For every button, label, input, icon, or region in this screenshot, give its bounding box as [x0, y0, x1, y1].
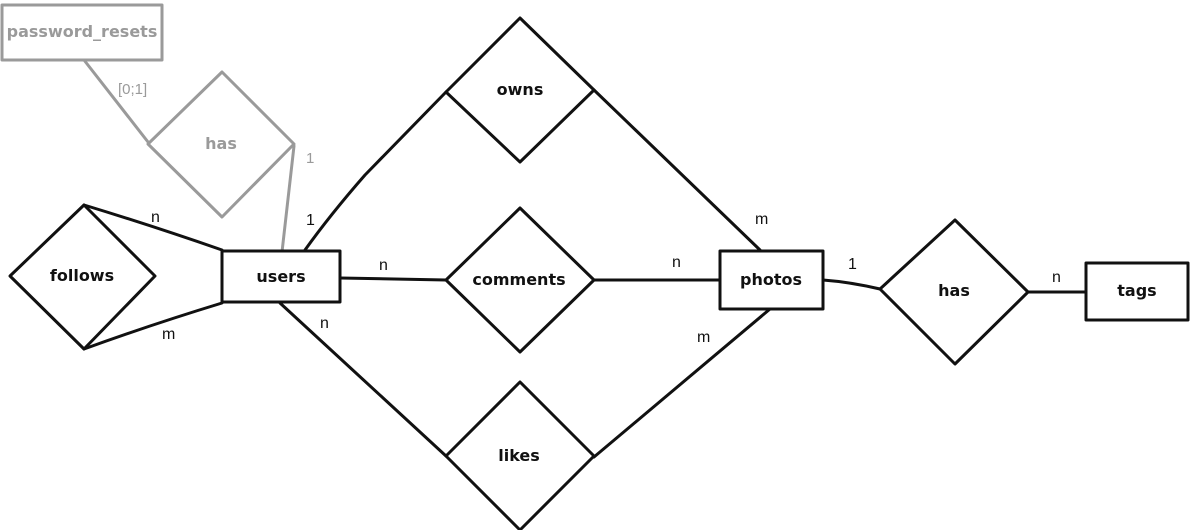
- cardinality-reset-user-side: 1: [306, 150, 314, 167]
- entity-photos: photos: [718, 249, 825, 311]
- relationship-owns: owns: [444, 16, 596, 164]
- cardinality-tag-photo: 1: [848, 256, 857, 273]
- cardinality-tag-tags: n: [1052, 269, 1061, 286]
- entity-users-label: users: [256, 267, 305, 286]
- relationship-follows-label: follows: [50, 266, 114, 285]
- edge-password-resets-has: [82, 58, 150, 144]
- entity-photos-label: photos: [740, 270, 802, 289]
- cardinality-follows-m: m: [162, 326, 175, 343]
- relationship-comments: comments: [444, 206, 596, 354]
- relationship-likes-label: likes: [498, 446, 540, 465]
- entity-password-resets: password_resets: [0, 3, 164, 62]
- entity-users: users: [220, 249, 342, 304]
- relationship-has-tag: has: [878, 218, 1030, 366]
- relationship-owns-label: owns: [497, 80, 544, 99]
- entity-tags-label: tags: [1117, 281, 1156, 300]
- cardinality-reset-side: [0;1]: [118, 81, 147, 98]
- cardinality-likes-user: n: [320, 315, 329, 332]
- edge-photos-has: [821, 278, 882, 291]
- relationship-has-reset-label: has: [205, 134, 237, 153]
- relationship-comments-label: comments: [472, 270, 565, 289]
- entity-tags: tags: [1084, 261, 1190, 322]
- edge-has-users: [280, 144, 296, 254]
- relationship-likes: likes: [444, 380, 596, 530]
- edge-likes-photos: [592, 307, 772, 459]
- cardinality-comments-user: n: [379, 257, 388, 274]
- cardinality-owns-user: 1: [306, 212, 315, 229]
- edge-follows-users-m: [82, 301, 224, 351]
- edge-users-comments: [338, 276, 448, 282]
- edge-owns-photos: [592, 88, 762, 252]
- relationship-has-tag-label: has: [938, 281, 970, 300]
- cardinality-follows-n: n: [151, 209, 160, 226]
- edge-follows-users-n: [82, 203, 224, 252]
- cardinality-owns-photo: m: [755, 211, 768, 228]
- edge-users-likes: [278, 301, 448, 458]
- relationship-follows: follows: [8, 203, 157, 351]
- cardinality-comments-photo: n: [672, 254, 681, 271]
- cardinality-likes-photo: m: [697, 329, 710, 346]
- edge-users-owns: [303, 90, 448, 252]
- entity-password-resets-label: password_resets: [7, 22, 158, 41]
- relationship-has-reset: has: [146, 70, 296, 219]
